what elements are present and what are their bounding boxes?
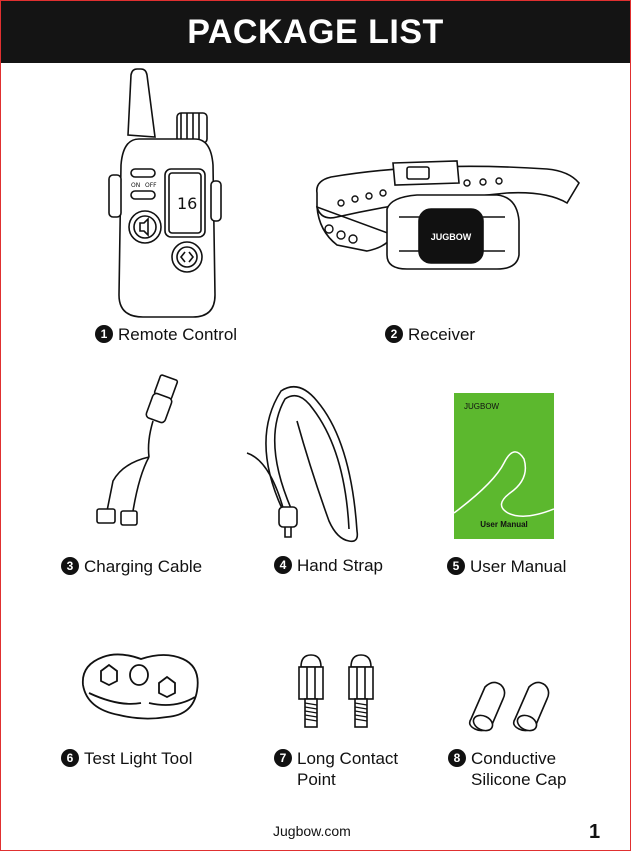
long-contact-point-illustration <box>293 649 385 731</box>
item-5-label: 5 User Manual <box>447 556 566 577</box>
item-3-label: 3 Charging Cable <box>61 556 202 577</box>
receiver-brand: JUGBOW <box>431 232 472 242</box>
manual-cover <box>454 393 554 539</box>
conductive-silicone-cap-illustration <box>463 673 559 733</box>
remote-control-illustration: ON OFF 16 <box>101 65 231 321</box>
item-4-number: 4 <box>274 556 292 574</box>
item-2-label: 2 Receiver <box>385 324 475 345</box>
item-6-number: 6 <box>61 749 79 767</box>
footer-website: Jugbow.com <box>273 823 351 839</box>
item-8-number: 8 <box>448 749 466 767</box>
manual-brand: JUGBOW <box>464 402 500 411</box>
header-banner: PACKAGE LIST <box>1 1 630 63</box>
hand-strap-illustration <box>241 381 381 551</box>
item-6-label: 6 Test Light Tool <box>61 748 192 769</box>
item-4-label: 4 Hand Strap <box>274 555 383 576</box>
remote-on-label: ON <box>131 182 140 189</box>
item-7-number: 7 <box>274 749 292 767</box>
item-5-number: 5 <box>447 557 465 575</box>
item-3-number: 3 <box>61 557 79 575</box>
remote-off-label: OFF <box>145 182 157 189</box>
manual-title: User Manual <box>480 520 528 529</box>
item-1-number: 1 <box>95 325 113 343</box>
remote-display-value: 16 <box>177 194 197 213</box>
item-7-label: 7 Long Contact Point <box>274 748 398 790</box>
item-2-number: 2 <box>385 325 403 343</box>
test-light-tool-illustration <box>79 645 203 725</box>
user-manual-illustration: JUGBOW User Manual <box>454 393 554 539</box>
receiver-illustration: JUGBOW <box>307 151 589 273</box>
page-title: PACKAGE LIST <box>187 13 444 52</box>
item-8-label: 8 Conductive Silicone Cap <box>448 748 566 790</box>
item-1-label: 1 Remote Control <box>95 324 237 345</box>
page-number: 1 <box>589 821 600 844</box>
charging-cable-illustration <box>83 371 193 541</box>
